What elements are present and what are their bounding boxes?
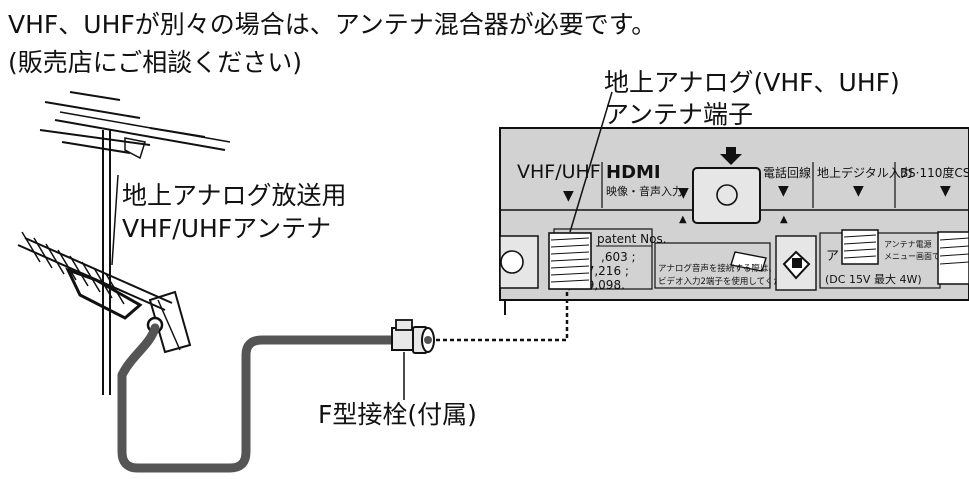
terminal-callout-title: 地上アナログ(VHF、UHF) xyxy=(604,68,900,97)
bs-arrow-icon: ▼ xyxy=(940,183,951,199)
rear-panel: VHF/UHF ▼ HDMI 映像・音声入力 ▼ 電話回線 ▼ 地上デジタル入力… xyxy=(499,127,969,315)
digital-antenna-terminal xyxy=(841,229,879,265)
svg-text:アナログ音声を接続する際は、: アナログ音声を接続する際は、 xyxy=(658,263,777,274)
svg-text:patent Nos.: patent Nos. xyxy=(597,232,667,246)
jack-icon xyxy=(730,251,767,272)
triangle-marker-icon: ▲ xyxy=(780,214,788,225)
power-spec: (DC 15V 最大 4W) xyxy=(825,272,922,286)
svg-text:アンテナ電源: アンテナ電源 xyxy=(884,240,932,249)
digital-arrow-icon: ▼ xyxy=(853,183,864,199)
triangle-marker-icon: ▲ xyxy=(679,214,687,225)
hdmi-arrow-icon: ▼ xyxy=(678,185,689,201)
panel-label-phone: 電話回線 xyxy=(763,165,811,180)
svg-text:ア: ア xyxy=(826,249,839,264)
f-type-connector xyxy=(391,319,435,354)
panel-label-digital: 地上デジタル入力 xyxy=(817,165,913,180)
power-label-box xyxy=(819,232,941,289)
antenna-callout-title: 地上アナログ放送用 xyxy=(122,181,347,210)
hdmi-logo: HDMI xyxy=(606,162,661,183)
connection-path xyxy=(436,292,569,342)
vhf-uhf-arrow-icon: ▼ xyxy=(563,188,574,204)
terminal-callout-subtitle: アンテナ端子 xyxy=(604,100,754,129)
terminal-leader-line xyxy=(569,91,613,233)
connector-callout: F型接栓(付属) xyxy=(318,400,477,429)
svg-text:,603 ;: ,603 ; xyxy=(601,250,636,264)
phone-arrow-icon: ▼ xyxy=(778,183,789,199)
svg-text:ビデオ入力2端子を使用してください。: ビデオ入力2端子を使用してください。 xyxy=(658,276,807,287)
coaxial-cable xyxy=(117,323,400,473)
svg-text:メニュー画面で: メニュー画面で xyxy=(884,252,940,261)
panel-label-hdmi: 映像・音声入力 xyxy=(606,184,683,198)
bs-antenna-terminal xyxy=(937,231,969,285)
panel-label-vhf-uhf: VHF/UHF xyxy=(517,161,601,183)
antenna-leader-line xyxy=(111,174,119,266)
panel-label-bs: BS·110度CS-IF xyxy=(900,165,969,180)
down-arrow-icon xyxy=(720,147,742,165)
antenna-callout-subtitle: VHF/UHFアンテナ xyxy=(122,214,332,243)
center-port xyxy=(692,167,761,224)
center-port-hole xyxy=(716,184,738,206)
vhf-uhf-antenna-terminal[interactable] xyxy=(548,232,592,290)
vhf-uhf-antenna xyxy=(17,91,231,395)
consult-note: (販売店にご相談ください) xyxy=(8,48,303,77)
mixer-note: VHF、UHFが別々の場合は、アンテナ混合器が必要です。 xyxy=(8,10,657,39)
round-port xyxy=(500,250,524,274)
